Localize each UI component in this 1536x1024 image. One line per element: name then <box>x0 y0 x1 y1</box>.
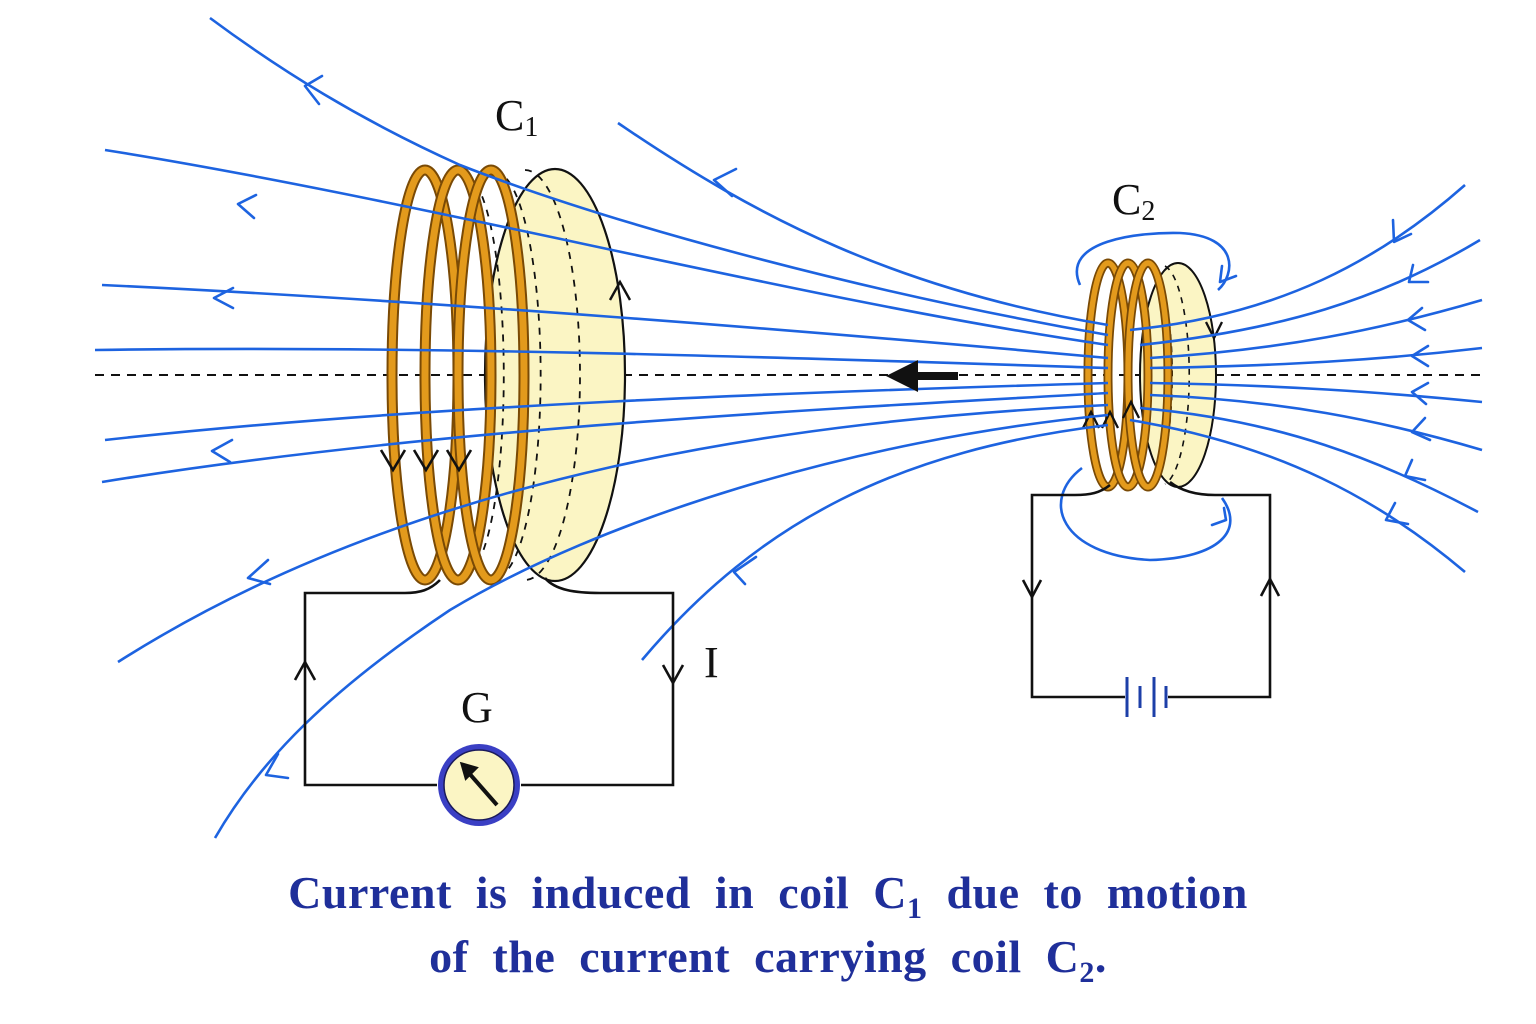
field-arrow <box>1410 381 1430 406</box>
field-line <box>104 381 1109 442</box>
field-line <box>101 391 1109 484</box>
field-line <box>209 16 1109 337</box>
c2-current-arrow-down <box>1021 579 1043 600</box>
field-line <box>1149 298 1483 360</box>
field-arrow <box>264 752 290 780</box>
field-line <box>1149 346 1483 370</box>
field-arrow <box>1384 501 1410 526</box>
field-arrow <box>1406 306 1427 332</box>
field-arrow <box>1410 344 1430 368</box>
c1-circuit <box>293 577 685 787</box>
field-arrow <box>212 286 235 310</box>
field-line <box>1139 406 1479 514</box>
coil-c2-current-arrow-down <box>1204 321 1224 341</box>
c2-circuit-wire <box>1030 483 1125 699</box>
field-line <box>1149 381 1483 404</box>
coil-c2-label: C2 <box>1112 175 1155 227</box>
field-line <box>94 347 1109 370</box>
field-line <box>1129 418 1466 573</box>
field-arrow <box>1403 458 1427 482</box>
coil-c1-current-arrow-up <box>608 279 632 301</box>
caption-line-1: Current is induced in coil C1 due to mot… <box>288 867 1248 925</box>
field-arrow <box>210 438 234 464</box>
coil-c1-current-arrow-down <box>379 449 407 473</box>
coil-c2-current-arrow-up <box>1100 409 1120 429</box>
field-direction-arrows <box>210 74 1432 780</box>
c2-circuit-wire <box>1168 480 1272 699</box>
field-line <box>117 403 1109 664</box>
field-arrow <box>1391 218 1413 244</box>
coil-c1-current-arrow-down <box>445 449 473 473</box>
field-line <box>104 148 1109 347</box>
field-loop-bottom <box>1059 466 1232 562</box>
magnetic-field-lines <box>94 16 1483 839</box>
field-arrow <box>1407 263 1430 284</box>
coil-c1-current-arrow-down <box>412 449 440 473</box>
field-arrow <box>236 193 258 220</box>
c1-current-arrow-up <box>293 659 317 681</box>
field-arrow <box>732 555 758 586</box>
galvanometer-icon <box>438 744 520 826</box>
coil-c2 <box>1081 258 1224 492</box>
field-arrow <box>712 167 738 198</box>
field-arrow <box>1410 416 1432 442</box>
c2-circuit <box>1021 480 1281 699</box>
c1-current-arrow-down <box>661 664 685 686</box>
current-label: I <box>704 638 719 687</box>
coil-c2-current-arrow-up <box>1121 399 1141 419</box>
field-line <box>1129 184 1466 332</box>
field-line <box>1149 393 1483 452</box>
c2-current-arrow-up <box>1259 576 1281 597</box>
field-arrow <box>246 558 272 586</box>
field-arrow <box>303 74 324 106</box>
field-line <box>213 413 1109 839</box>
coil-c1-label: C1 <box>495 91 538 143</box>
galvanometer-label: G <box>461 683 493 732</box>
c1-circuit-wire <box>303 579 441 787</box>
field-line <box>641 423 1109 661</box>
coil-c1-windings <box>386 164 530 586</box>
c1-circuit-wire <box>521 577 675 787</box>
left-arrow-icon <box>886 360 958 392</box>
caption-line-2: of the current carrying coil C2. <box>429 931 1107 989</box>
coil-c1-face <box>483 167 627 583</box>
coil-c1 <box>379 164 632 586</box>
field-arrow <box>1210 506 1228 527</box>
coil-c2-current-arrow-up <box>1081 409 1101 429</box>
field-loop-top <box>1075 231 1231 291</box>
field-line <box>1139 238 1481 347</box>
field-line <box>617 121 1109 327</box>
field-arrow <box>1218 264 1238 284</box>
field-line <box>101 283 1109 360</box>
battery-icon <box>1125 677 1168 717</box>
